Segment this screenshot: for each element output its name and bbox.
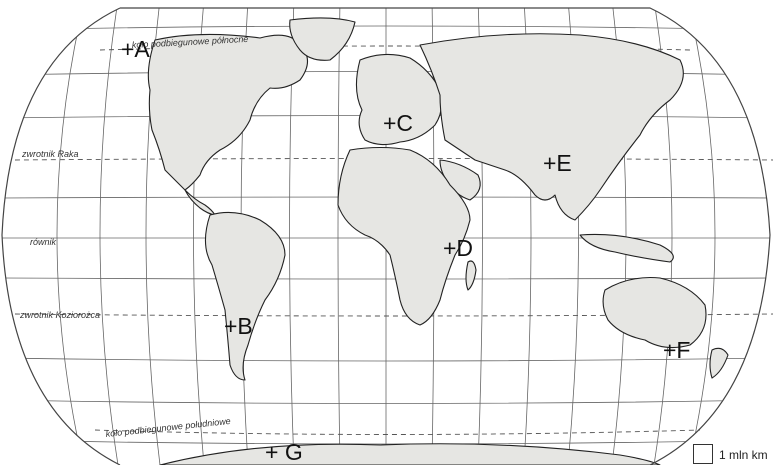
marker-d: +D xyxy=(443,235,473,261)
australia xyxy=(602,276,707,349)
svg-text:+A: +A xyxy=(121,36,150,62)
svg-text:+ G: + G xyxy=(265,439,303,465)
tropic-of-capricorn-label: zwrotnik Koziorożca xyxy=(19,310,100,320)
south-america xyxy=(204,211,286,381)
map-frame xyxy=(1,7,771,465)
greenland xyxy=(289,17,356,61)
continents xyxy=(147,17,729,465)
equator-label: równik xyxy=(30,237,57,247)
svg-text:+F: +F xyxy=(663,337,690,363)
antarctica xyxy=(159,443,661,465)
scale-legend-label: 1 mln km xyxy=(719,448,768,462)
north-america xyxy=(147,33,309,191)
svg-text:+E: +E xyxy=(543,150,572,176)
africa xyxy=(337,146,471,326)
marker-e: +E xyxy=(543,150,572,176)
indonesia xyxy=(579,233,674,263)
svg-text:+D: +D xyxy=(443,235,473,261)
new-zealand xyxy=(709,347,729,379)
marker-g: + G xyxy=(265,439,303,465)
asia xyxy=(419,33,684,221)
scale-legend-box xyxy=(693,444,713,464)
tropic-of-cancer-label: zwrotnik Raka xyxy=(21,149,79,159)
marker-a: +A xyxy=(121,36,150,62)
marker-b: +B xyxy=(224,313,253,339)
europe xyxy=(355,53,443,146)
madagascar xyxy=(465,260,477,291)
svg-text:+C: +C xyxy=(383,110,413,136)
antarctic-circle-line xyxy=(94,429,701,435)
central-america xyxy=(184,189,216,216)
marker-c: +C xyxy=(383,110,413,136)
tropic-of-cancer-line xyxy=(14,158,773,161)
marker-f: +F xyxy=(663,337,690,363)
svg-text:+B: +B xyxy=(224,313,253,339)
antarctic-circle-label: koło podbiegunowe południowe xyxy=(105,416,231,439)
